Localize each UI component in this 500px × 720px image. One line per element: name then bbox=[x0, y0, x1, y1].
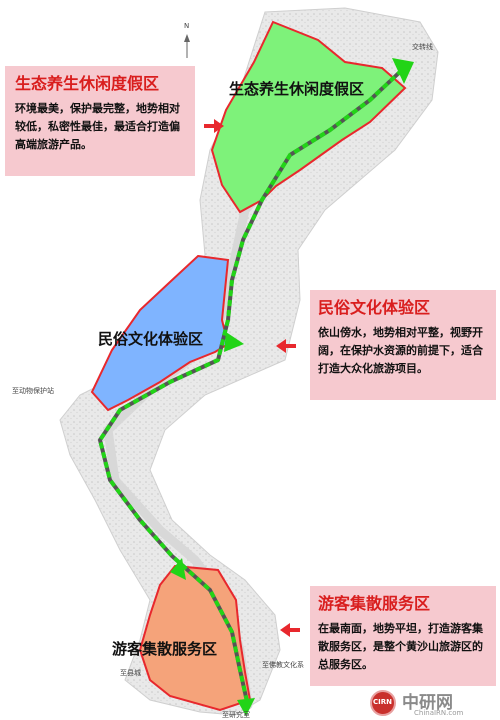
watermark-name: 中研网 bbox=[402, 693, 453, 713]
green-arrow-icon bbox=[170, 558, 186, 580]
road-label-bottom-left: 至县城 bbox=[120, 669, 141, 677]
folk-zone-title: 民俗文化体验区 bbox=[318, 298, 431, 317]
green-arrow-icon bbox=[392, 58, 414, 84]
eco-zone-area bbox=[210, 20, 407, 214]
road-label-bottom-mid: 至佛教文化系 bbox=[262, 661, 304, 669]
watermark-logo-text: CIRN bbox=[373, 698, 392, 706]
eco-zone-map-label: 生态养生休闲度假区 bbox=[229, 80, 365, 98]
road-label-bottom-center: 至研究室 bbox=[222, 711, 250, 719]
cirn-logo-icon bbox=[370, 690, 396, 716]
watermark: CIRN 中研网 ChinaIRN.com bbox=[370, 688, 498, 718]
tour-route bbox=[98, 68, 404, 707]
road-label-top-right: 交转线 bbox=[412, 43, 433, 51]
visitor-zone-map-label: 游客集散服务区 bbox=[112, 640, 218, 658]
visitor-zone-title: 游客集散服务区 bbox=[318, 594, 431, 613]
eco-zone-description: 环境最美，保护最完整，地势相对较低，私密性最佳，最适合打造偏高端旅游产品。 bbox=[15, 102, 180, 151]
visitor-zone-description: 在最南面，地势平坦，打造游客集散服务区，是整个黄沙山旅游区的总服务区。 bbox=[318, 622, 483, 671]
green-arrow-icon bbox=[224, 332, 244, 352]
road-label-mid-left: 至动物保护站 bbox=[12, 387, 54, 395]
folk-zone-area bbox=[90, 254, 230, 412]
eco-zone-panel: 生态养生休闲度假区 环境最美，保护最完整，地势相对较低，私密性最佳，最适合打造偏… bbox=[5, 66, 195, 176]
visitor-zone-panel: 游客集散服务区 在最南面，地势平坦，打造游客集散服务区，是整个黄沙山旅游区的总服… bbox=[310, 586, 496, 686]
watermark-url: ChinaIRN.com bbox=[414, 709, 464, 717]
north-arrow-icon bbox=[184, 34, 190, 58]
folk-zone-description: 依山傍水，地势相对平整，视野开阔，在保护水资源的前提下，适合打造大众化旅游项目。 bbox=[318, 326, 483, 375]
folk-zone-panel: 民俗文化体验区 依山傍水，地势相对平整，视野开阔，在保护水资源的前提下，适合打造… bbox=[310, 290, 496, 400]
red-arrow-icon bbox=[276, 339, 296, 353]
north-marker: N bbox=[184, 22, 190, 30]
green-arrow-icon bbox=[237, 698, 255, 716]
eco-zone-title: 生态养生休闲度假区 bbox=[15, 74, 160, 93]
red-arrow-icon bbox=[280, 623, 300, 637]
visitor-zone-area bbox=[138, 564, 252, 712]
red-arrow-icon bbox=[204, 119, 224, 133]
folk-zone-map-label: 民俗文化体验区 bbox=[98, 330, 204, 348]
